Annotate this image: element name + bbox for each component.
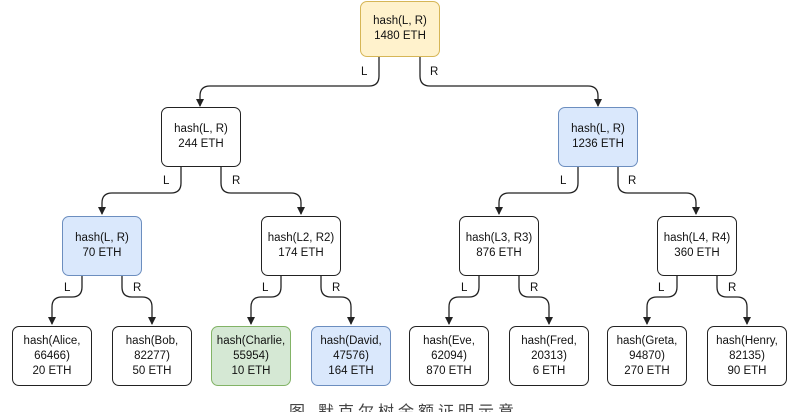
leaf-node-eve: hash(Eve, 62094) 870 ETH bbox=[409, 326, 489, 386]
leaf-balance: 270 ETH bbox=[624, 364, 670, 377]
edge-root-right bbox=[419, 57, 602, 107]
edge-label-l: L bbox=[461, 282, 468, 294]
node-hash-label: hash(L, R) bbox=[174, 123, 228, 135]
leaf-balance: 164 ETH bbox=[328, 364, 374, 377]
leaf-node-henry: hash(Henry, 82135) 90 ETH bbox=[707, 326, 787, 386]
edge-rr-right bbox=[716, 276, 751, 325]
edge-label-l: L bbox=[361, 66, 368, 78]
edge-rr-left bbox=[643, 276, 678, 325]
node-hash-label: hash(L2, R2) bbox=[267, 232, 335, 244]
leaf-hash-label: hash(Charlie, bbox=[216, 334, 286, 347]
edge-label-r: R bbox=[232, 175, 241, 187]
edge-label-r: R bbox=[628, 175, 637, 187]
edge-rl-right bbox=[518, 276, 553, 325]
leaf-nonce: 20313) bbox=[531, 349, 567, 362]
leaf-balance: 10 ETH bbox=[231, 364, 271, 377]
right-right-node: hash(L4, R4) 360 ETH bbox=[657, 216, 737, 276]
edge-rl-left bbox=[445, 276, 480, 325]
node-balance: 174 ETH bbox=[278, 247, 324, 259]
leaf-node-greta: hash(Greta, 94870) 270 ETH bbox=[607, 326, 687, 386]
leaf-nonce: 82277) bbox=[134, 349, 170, 362]
leaf-nonce: 62094) bbox=[431, 349, 467, 362]
leaf-hash-label: hash(Fred, bbox=[521, 334, 577, 347]
edge-l-left bbox=[98, 167, 182, 215]
leaf-nonce: 55954) bbox=[233, 349, 269, 362]
leaf-node-charlie: hash(Charlie, 55954) 10 ETH bbox=[211, 326, 291, 386]
leaf-node-david: hash(David, 47576) 164 ETH bbox=[311, 326, 391, 386]
leaf-hash-label: hash(Greta, bbox=[616, 334, 678, 347]
edge-label-l: L bbox=[163, 175, 170, 187]
edge-r-right bbox=[617, 167, 700, 215]
edge-l-right bbox=[220, 167, 305, 215]
left-left-node: hash(L, R) 70 ETH bbox=[62, 216, 142, 276]
edge-lr-right bbox=[320, 276, 355, 325]
right-internal-node: hash(L, R) 1236 ETH bbox=[558, 107, 638, 167]
root-node: hash(L, R) 1480 ETH bbox=[360, 1, 440, 57]
edge-ll-left bbox=[48, 276, 83, 325]
leaf-hash-label: hash(Henry, bbox=[716, 334, 778, 347]
edge-label-r: R bbox=[530, 282, 539, 294]
edge-label-r: R bbox=[332, 282, 341, 294]
node-hash-label: hash(L4, R4) bbox=[663, 232, 731, 244]
node-hash-label: hash(L, R) bbox=[75, 232, 129, 244]
left-right-node: hash(L2, R2) 174 ETH bbox=[261, 216, 341, 276]
edge-label-l: L bbox=[262, 282, 269, 294]
node-balance: 70 ETH bbox=[82, 247, 122, 259]
leaf-balance: 6 ETH bbox=[532, 364, 566, 377]
edge-label-l: L bbox=[658, 282, 665, 294]
node-balance: 360 ETH bbox=[674, 247, 720, 259]
node-hash-label: hash(L, R) bbox=[373, 15, 427, 27]
leaf-hash-label: hash(David, bbox=[320, 334, 382, 347]
leaf-nonce: 47576) bbox=[333, 349, 369, 362]
edge-ll-right bbox=[121, 276, 156, 325]
edge-lr-left bbox=[247, 276, 282, 325]
right-left-node: hash(L3, R3) 876 ETH bbox=[459, 216, 539, 276]
node-hash-label: hash(L3, R3) bbox=[465, 232, 533, 244]
leaf-balance: 50 ETH bbox=[132, 364, 172, 377]
leaf-nonce: 82135) bbox=[729, 349, 765, 362]
node-balance: 876 ETH bbox=[476, 247, 522, 259]
leaf-nonce: 66466) bbox=[34, 349, 70, 362]
edge-label-l: L bbox=[64, 282, 71, 294]
edge-r-left bbox=[495, 167, 579, 215]
edge-label-l: L bbox=[560, 175, 567, 187]
edge-label-r: R bbox=[430, 66, 439, 78]
node-balance: 244 ETH bbox=[178, 138, 224, 150]
leaf-balance: 90 ETH bbox=[727, 364, 767, 377]
left-internal-node: hash(L, R) 244 ETH bbox=[161, 107, 241, 167]
edge-root-left bbox=[196, 57, 380, 107]
node-hash-label: hash(L, R) bbox=[571, 123, 625, 135]
leaf-hash-label: hash(Alice, bbox=[23, 334, 81, 347]
leaf-node-bob: hash(Bob, 82277) 50 ETH bbox=[112, 326, 192, 386]
leaf-hash-label: hash(Eve, bbox=[423, 334, 475, 347]
edge-label-r: R bbox=[728, 282, 737, 294]
figure-caption: 图 默克尔树余额证明示意 bbox=[288, 402, 519, 412]
leaf-node-fred: hash(Fred, 20313) 6 ETH bbox=[509, 326, 589, 386]
edge-label-r: R bbox=[133, 282, 142, 294]
node-balance: 1236 ETH bbox=[572, 138, 624, 150]
node-balance: 1480 ETH bbox=[374, 30, 426, 42]
leaf-hash-label: hash(Bob, bbox=[125, 334, 179, 347]
leaf-balance: 870 ETH bbox=[426, 364, 472, 377]
leaf-node-alice: hash(Alice, 66466) 20 ETH bbox=[12, 326, 92, 386]
leaf-nonce: 94870) bbox=[629, 349, 665, 362]
leaf-balance: 20 ETH bbox=[32, 364, 72, 377]
